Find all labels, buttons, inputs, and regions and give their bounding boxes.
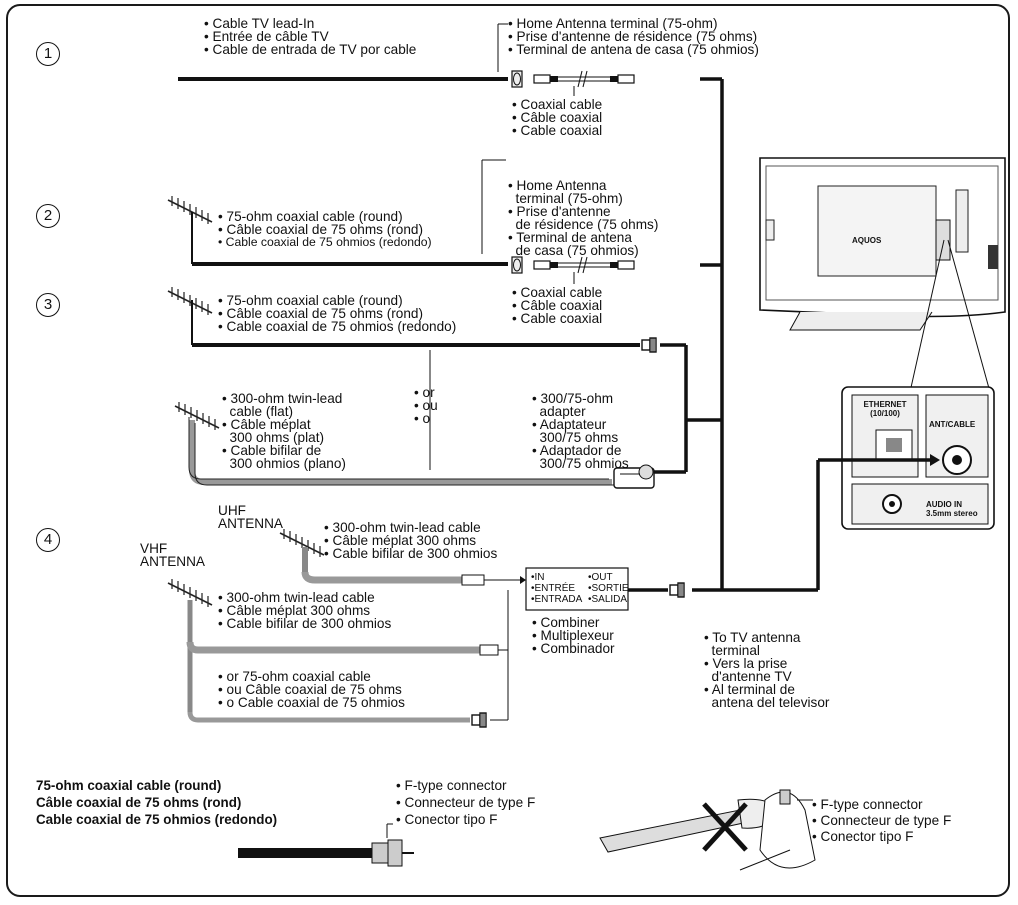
to-tv-antenna-terminal-label: • To TV antenna terminal• Vers la prise …: [704, 630, 830, 710]
ethernet-port-label: ETHERNET(10/100): [863, 400, 907, 418]
step-marker-1: 1: [36, 42, 60, 66]
step-marker-4: 4: [36, 528, 60, 552]
hand-tightening-illustration: [739, 789, 816, 871]
home-antenna-terminal-label-1: • Home Antenna terminal (75-ohm)• Prise …: [508, 16, 759, 57]
tv-rear-illustration: [759, 157, 1006, 331]
diagram-frame: [6, 4, 1010, 897]
step-marker-2: 2: [36, 204, 60, 228]
coaxial-cable-label-2: • Coaxial cable• Câble coaxial• Cable co…: [512, 285, 603, 326]
twin-lead-flat-label: • 300-ohm twin-lead cable (flat)• Câble …: [222, 391, 346, 471]
coaxial-cable-label-1: • Coaxial cable• Câble coaxial• Cable co…: [512, 97, 603, 138]
tv-brand-label: AQUOS: [852, 236, 882, 245]
vhf-cable-label: • 300-ohm twin-lead cable• Câble méplat …: [218, 590, 392, 631]
f-connector-illustration: [371, 839, 414, 867]
f-type-connector-label-2: • F-type connector• Connecteur de type F…: [812, 797, 952, 844]
ant-cable-port-label: ANT/CABLE: [929, 420, 976, 429]
coax-round-title: 75-ohm coaxial cable (round)Câble coaxia…: [36, 778, 278, 827]
home-antenna-terminal-label-2: • Home Antenna terminal (75-ohm)• Prise …: [508, 178, 659, 258]
coax-round-label-3: • 75-ohm coaxial cable (round)• Câble co…: [218, 293, 457, 334]
combiner-out-label: •OUT•SORTIE•SALIDA: [588, 572, 629, 605]
step-marker-3: 3: [36, 293, 60, 317]
terminal-panel: [841, 386, 995, 530]
adapter-300-75: [613, 464, 655, 489]
f-type-connector-label-1: • F-type connector• Connecteur de type F…: [396, 778, 536, 827]
wrench-prohibited-illustration: [599, 798, 781, 853]
combiner-in-label: •IN•ENTRÉE•ENTRADA: [531, 572, 583, 605]
adapter-label: • 300/75-ohm adapter• Adaptateur 300/75 …: [532, 391, 629, 471]
coax-round-label-2: • 75-ohm coaxial cable (round)• Câble co…: [218, 209, 432, 249]
cable-tv-lead-in-label: • Cable TV lead-In• Entrée de câble TV• …: [204, 16, 417, 57]
or-label: • or• ou• o: [414, 385, 438, 426]
uhf-cable-label: • 300-ohm twin-lead cable• Câble méplat …: [324, 520, 498, 561]
combiner-label: • Combiner• Multiplexeur• Combinador: [532, 615, 615, 656]
or-coax-label: • or 75-ohm coaxial cable• ou Câble coax…: [218, 669, 405, 710]
